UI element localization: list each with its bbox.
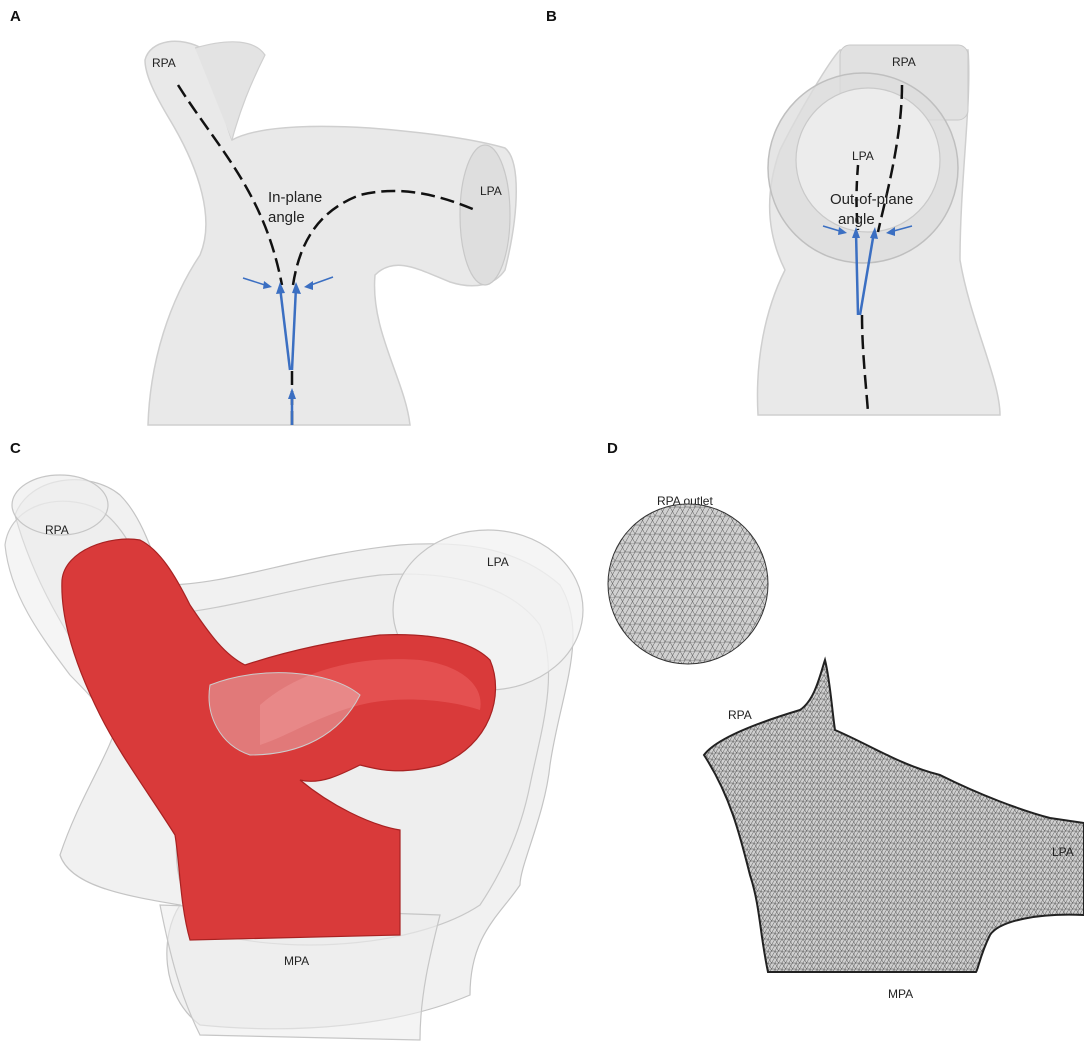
mpa-centerline [860, 314, 870, 413]
translucent-overlay-band [208, 672, 361, 756]
label-lpa: LPA [852, 149, 874, 163]
label-lpa: LPA [487, 555, 509, 569]
angle-pointer-left-head [263, 281, 272, 289]
panel-d-mesh-figure [607, 503, 1084, 973]
angle-label-line1: In-plane [268, 189, 323, 206]
rpa-outlet-mesh [607, 503, 769, 665]
panel-c: C RPA LPA MPA [0, 435, 600, 1048]
label-lpa: LPA [1052, 845, 1074, 859]
blue-vector-left [278, 286, 292, 371]
panel-c-overlay-figure [4, 474, 584, 1041]
arrowhead-mpa [288, 388, 296, 399]
rpa-outlet-shell [11, 474, 109, 536]
panel-letter-d: D [607, 440, 618, 457]
label-rpa: RPA [152, 56, 176, 70]
red-model-highlight [260, 659, 481, 745]
label-rpa: RPA [728, 708, 752, 722]
arrowhead-right [292, 282, 301, 294]
red-reference-model [61, 538, 497, 941]
vessel-surface [144, 40, 517, 426]
lpa-inner-lumen [795, 87, 941, 233]
panel-letter-b: B [546, 8, 557, 25]
lpa-centerline [855, 164, 860, 231]
label-lpa: LPA [480, 184, 502, 198]
angle-label-line2: angle [838, 211, 875, 228]
label-mpa: MPA [888, 987, 914, 1001]
out-of-plane-angle-label: Out-of-plane angle [830, 190, 913, 230]
panel-a: A RPA LPA In-plane angle [0, 0, 540, 430]
label-mpa: MPA [284, 954, 310, 968]
arrowhead-left [852, 227, 860, 238]
panel-b: B RPA LPA Out-of-plane angle [540, 0, 1084, 430]
panel-letter-c: C [10, 440, 21, 457]
angle-label-line2: angle [268, 209, 305, 226]
arrowhead-right [870, 227, 878, 239]
in-plane-angle-label: In-plane angle [268, 188, 322, 228]
blue-vector-right [858, 231, 876, 316]
angle-pointer-left-head [838, 227, 847, 235]
rpa-centerline [176, 84, 284, 286]
panel-d: D RPA outlet RPA LPA MPA [600, 435, 1084, 1048]
lpa-outlet [459, 144, 511, 286]
label-rpa: RPA [892, 55, 916, 69]
arrowhead-left [276, 282, 285, 294]
panel-b-vessel-figure [756, 44, 1001, 416]
panel-letter-a: A [10, 8, 21, 25]
rpa-branch-upper [194, 41, 266, 141]
angle-label-line1: Out-of-plane [830, 191, 914, 208]
blue-vector-left [854, 231, 860, 316]
rpa-centerline [876, 84, 904, 233]
surface-mesh [702, 656, 1084, 973]
blue-vector-right [290, 286, 298, 371]
label-rpa: RPA [45, 523, 69, 537]
panel-a-vessel-figure [144, 40, 517, 426]
angle-pointer-right-head [886, 227, 895, 236]
angle-pointer-right-head [304, 281, 313, 290]
